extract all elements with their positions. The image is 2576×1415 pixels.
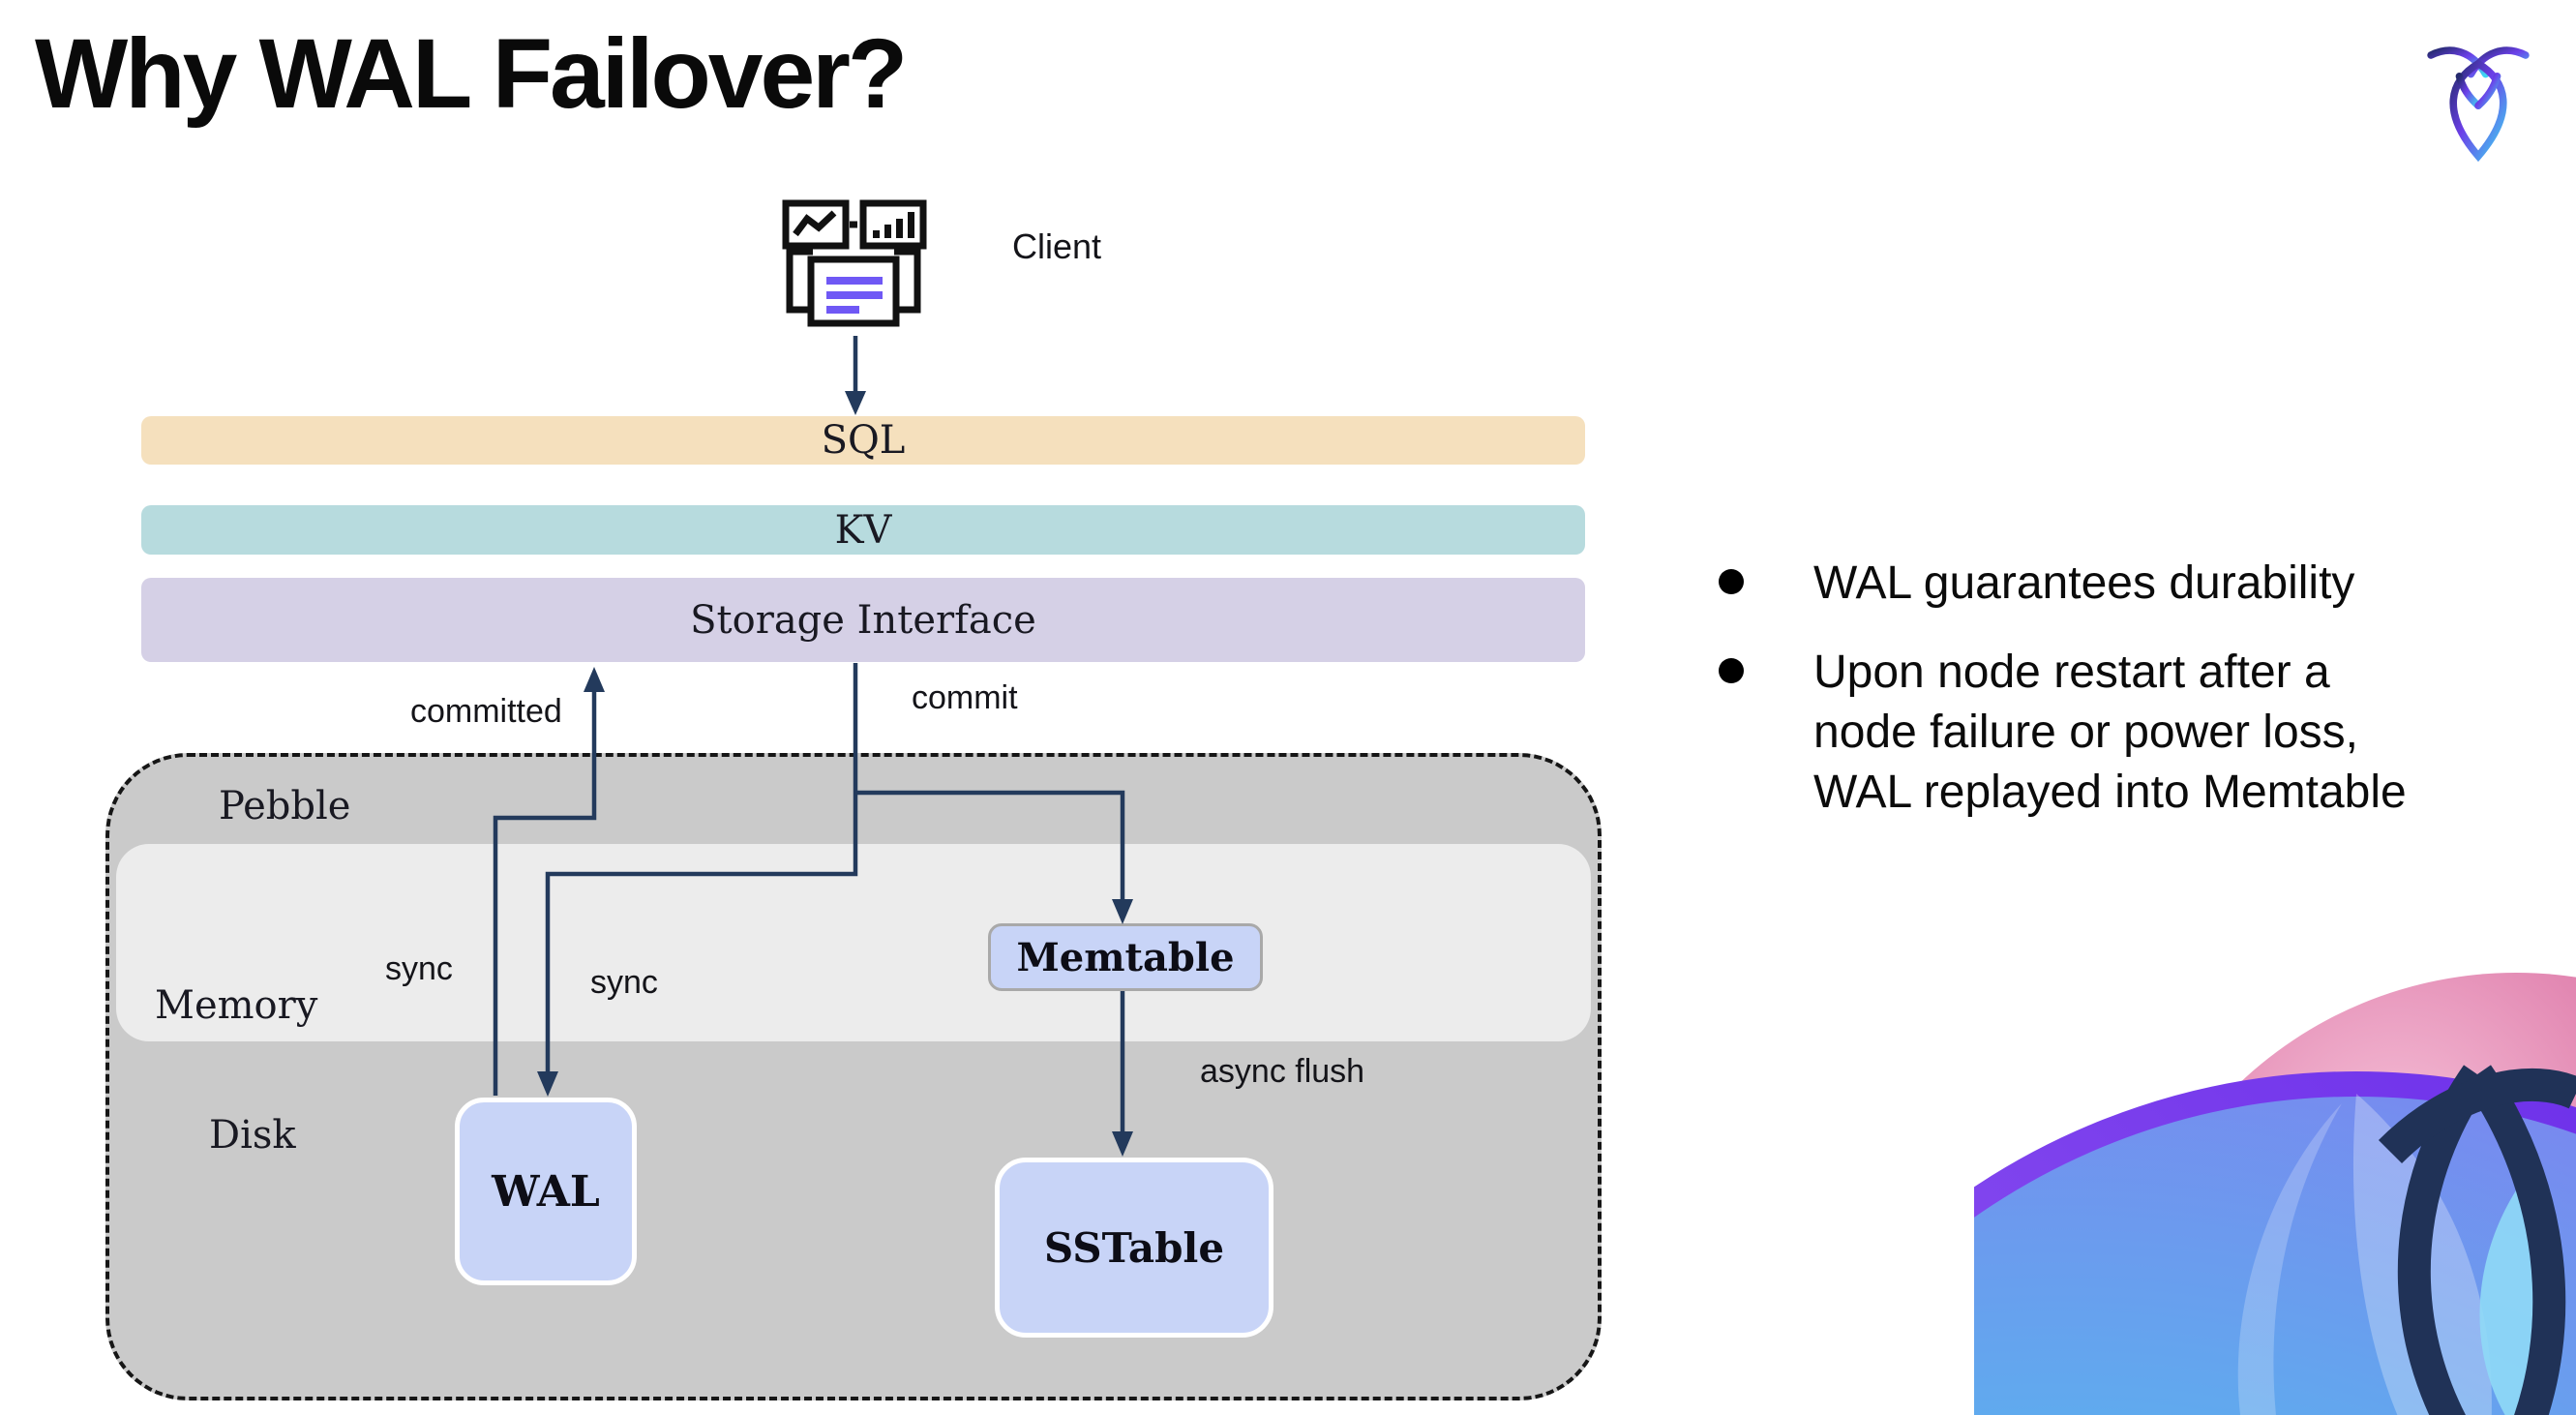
memory-band [116,844,1591,1041]
bullet-list: WAL guarantees durability Upon node rest… [1701,554,2524,852]
arrowhead-committed [584,667,605,692]
node-memtable: Memtable [988,923,1263,991]
art-antenna-stroke [2378,1068,2576,1164]
arrowhead-client-to-sql [845,391,866,415]
node-wal-label: WAL [492,1166,600,1217]
brand-art [1974,973,2576,1415]
bullet-item: Upon node restart after a node failure o… [1701,643,2524,823]
layer-bar-kv: KV [141,505,1585,555]
bullet-line: node failure or power loss, [1813,707,2358,758]
edge-label-sync-right: sync [590,964,658,1001]
art-petal [2237,1103,2342,1415]
page-title: Why WAL Failover? [35,18,908,129]
layer-label-storage-interface: Storage Interface [690,597,1036,643]
bullet-dot [1719,569,1744,594]
bullet-text: WAL guarantees durability [1813,554,2354,614]
disk-label: Disk [209,1113,296,1158]
edge-label-async-flush: async flush [1200,1053,1365,1090]
bullet-item: WAL guarantees durability [1701,554,2524,614]
edge-label-committed: committed [410,693,562,730]
client-icon [782,199,927,327]
layer-bar-storage-interface: Storage Interface [141,578,1585,662]
bullet-dot [1719,658,1744,683]
bullet-line: Upon node restart after a [1813,647,2330,698]
bullet-text: Upon node restart after a node failure o… [1813,643,2407,823]
edge-label-sync-left: sync [385,950,453,987]
node-sstable: SSTable [995,1158,1273,1338]
layer-label-kv: KV [834,507,892,553]
edge-label-commit: commit [912,679,1018,716]
layer-bar-sql: SQL [141,416,1585,465]
art-wing-stroke [2397,1065,2491,1415]
bullet-line: WAL replayed into Memtable [1813,767,2407,818]
pebble-label: Pebble [219,784,351,828]
memory-label: Memory [155,983,318,1028]
node-sstable-label: SSTable [1043,1223,1225,1272]
layer-label-sql: SQL [821,418,906,463]
art-wing-stroke [2464,1065,2566,1415]
node-memtable-label: Memtable [1016,934,1235,980]
node-wal: WAL [455,1098,637,1285]
cockroachdb-logo-icon [2427,46,2530,163]
client-label: Client [1012,226,1102,266]
bullet-line: WAL guarantees durability [1813,557,2355,609]
